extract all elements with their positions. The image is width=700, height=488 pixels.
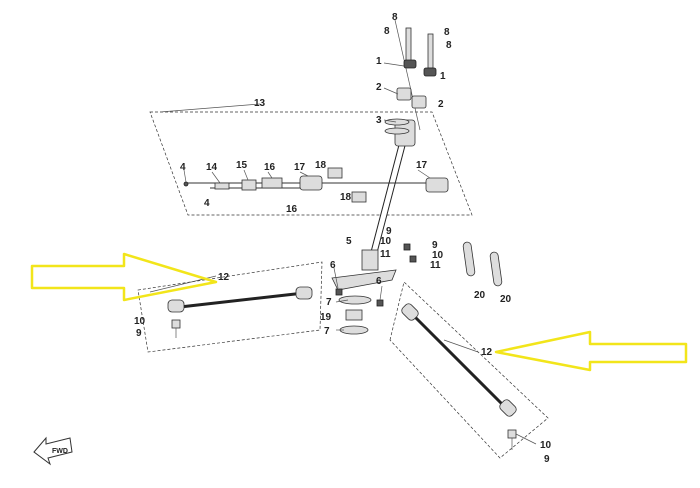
callout-14: 14: [206, 162, 218, 173]
callout-19: 19: [320, 312, 332, 323]
callout-1-a: 1: [376, 56, 382, 67]
callout-9-b: 9: [432, 240, 438, 251]
callout-16-b: 16: [286, 204, 298, 215]
callout-10-a: 10: [380, 236, 392, 247]
highlight-arrow-left: [30, 252, 218, 302]
callout-11-a: 11: [380, 249, 391, 260]
clamp-right: [423, 67, 437, 77]
callout-5: 5: [346, 236, 352, 247]
tie-rod-end-right-outer: [499, 399, 517, 417]
callout-12-right: 12: [481, 347, 493, 358]
callout-10-b: 10: [432, 250, 444, 261]
bracket-15: [241, 179, 257, 191]
fwd-label: FWD: [52, 448, 68, 455]
callout-12-left: 12: [218, 272, 230, 283]
callout-10-c: 10: [134, 316, 146, 327]
leader-lines: [149, 62, 537, 445]
links-20: [462, 241, 503, 287]
tie-rod-end-left-outer: [167, 299, 185, 313]
crossbar-assembly: [183, 167, 449, 203]
steering-shaft: [361, 19, 421, 271]
callout-4-b: 4: [204, 198, 210, 209]
sleeve-16: [261, 177, 283, 189]
callout-6-a: 6: [330, 260, 336, 271]
callout-15: 15: [236, 160, 248, 171]
nut-6-right: [376, 299, 384, 307]
group-frame-13: [149, 111, 473, 216]
group-frame-right-tie-rod: [389, 281, 549, 459]
pad-18-top: [327, 167, 343, 179]
bracket-14: [214, 182, 230, 190]
callout-2-a: 2: [376, 82, 382, 93]
tie-rod-end-right-inner: [401, 303, 419, 321]
highlight-arrow-right: [494, 330, 688, 372]
callout-20-a: 20: [474, 290, 486, 301]
fwd-arrow: FWD: [33, 436, 73, 466]
clamp-left: [403, 59, 417, 69]
link-20-right: [489, 251, 503, 287]
callout-17-a: 17: [294, 162, 306, 173]
nut-6-left: [335, 288, 343, 296]
callout-7-b: 7: [324, 326, 330, 337]
callout-8-b: 8: [384, 26, 390, 37]
tie-rod-right: [401, 303, 517, 450]
boot-right: [507, 429, 517, 439]
callout-3: 3: [376, 115, 382, 126]
callout-9-c: 9: [136, 328, 142, 339]
callout-9-d: 9: [544, 454, 550, 465]
callout-7-a: 7: [326, 297, 332, 308]
callout-6-b: 6: [376, 276, 382, 287]
callout-11-b: 11: [430, 260, 441, 271]
callout-13: 13: [254, 98, 266, 109]
callout-9-a: 9: [386, 226, 392, 237]
bolt-left: [405, 27, 412, 63]
shaft-lower-joint: [361, 249, 379, 271]
tie-rod-left: [167, 286, 313, 338]
tie-rod-end-left-inner: [295, 286, 313, 300]
bushing-left: [396, 87, 412, 101]
callout-10-d: 10: [540, 440, 552, 451]
callout-18-a: 18: [315, 160, 327, 171]
clamp-17-right: [425, 177, 449, 193]
washer-7-lower: [339, 325, 369, 335]
link-20-left: [462, 241, 476, 277]
clamp-17-left: [299, 175, 323, 191]
callout-8-a: 8: [392, 12, 398, 23]
bolt-right: [427, 33, 434, 69]
top-bolts: [396, 27, 437, 109]
callout-18-b: 18: [340, 192, 352, 203]
callout-17-b: 17: [416, 160, 428, 171]
callout-20-b: 20: [500, 294, 512, 305]
bushing-19: [345, 309, 363, 321]
callout-16-a: 16: [264, 162, 276, 173]
callout-2-b: 2: [438, 99, 444, 110]
callout-numbers: 8 8 8 8 1 1 2 2 3 13 4 4 14 15 16 16 17 …: [134, 12, 552, 465]
callout-8-d: 8: [446, 40, 452, 51]
washer-7-upper: [338, 295, 372, 305]
callout-1-b: 1: [440, 71, 446, 82]
pitman-arm: [331, 243, 417, 335]
group-frame-left-tie-rod: [137, 261, 323, 353]
bushing-right: [411, 95, 427, 109]
callout-4-a: 4: [180, 162, 186, 173]
pad-18-bottom: [351, 191, 367, 203]
boot-left: [171, 319, 181, 329]
callout-8-c: 8: [444, 27, 450, 38]
